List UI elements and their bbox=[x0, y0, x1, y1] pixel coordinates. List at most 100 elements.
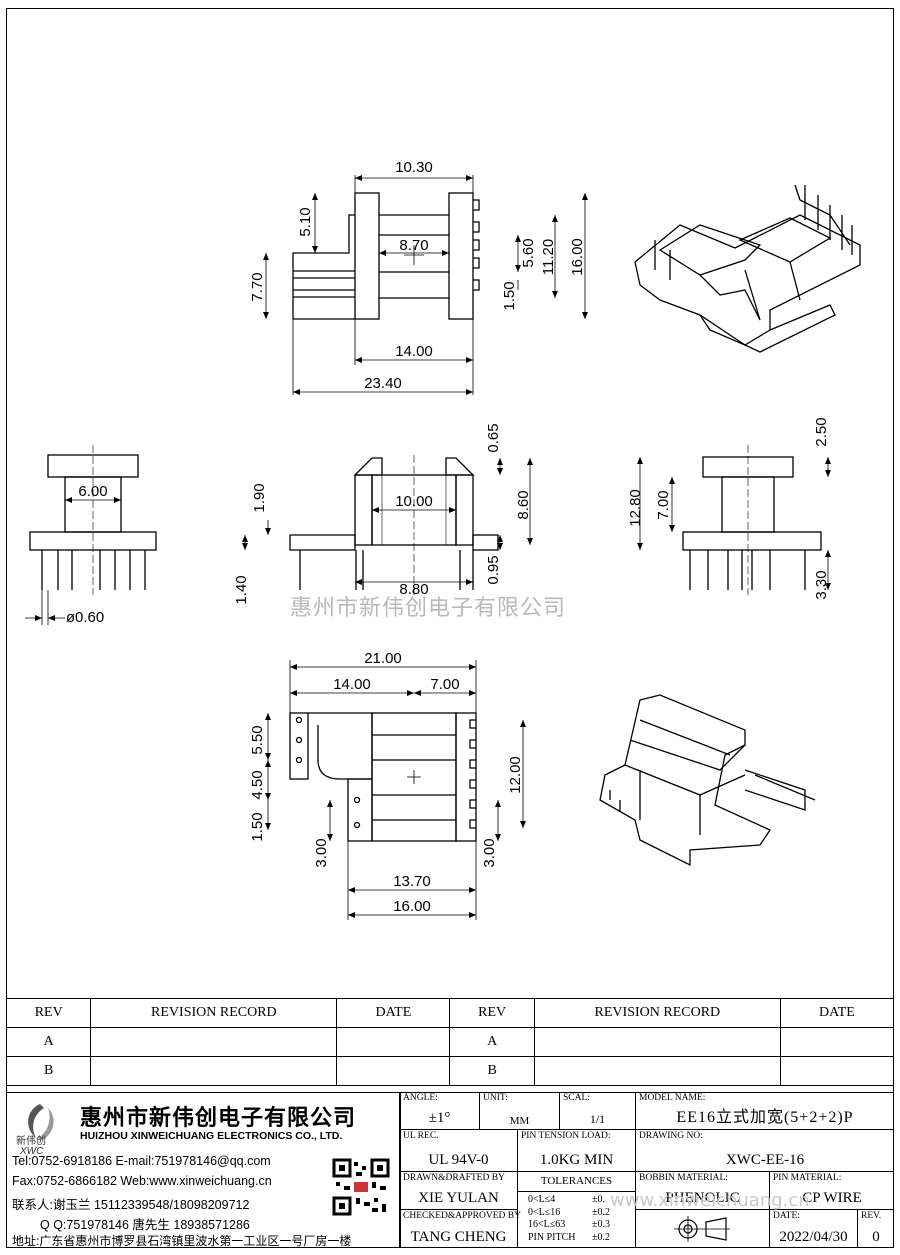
bobbin-material-cell: BOBBIN MATERIAL: PHENOLIC bbox=[636, 1172, 770, 1210]
date-header: DATE bbox=[779, 998, 895, 1028]
dim-label: 1.50 bbox=[501, 281, 518, 310]
front-left-dims bbox=[25, 497, 121, 625]
top-view bbox=[292, 192, 480, 320]
dim-label: 7.00 bbox=[655, 490, 672, 519]
tol-row: 16<L≤63±0.3 bbox=[528, 1219, 610, 1230]
front-view-right bbox=[682, 445, 822, 595]
tolerances-cell: TOLERANCES 0<L≤4±0. 0<L≤16±0.2 16<L≤63±0… bbox=[518, 1172, 636, 1248]
dim-label: 12.00 bbox=[507, 756, 524, 794]
front-view-left bbox=[29, 445, 157, 595]
rev-header: REV bbox=[5, 998, 92, 1028]
drawing-frame bbox=[6, 8, 894, 1248]
checked-value: TANG CHENG bbox=[410, 1229, 507, 1245]
model-label: MODEL NAME: bbox=[639, 1093, 706, 1103]
dim-label: 4.50 bbox=[249, 770, 266, 799]
tol-row: 0<L≤16±0.2 bbox=[528, 1206, 610, 1218]
unit-value: MM bbox=[509, 1115, 530, 1127]
pin-material-value: CP WIRE bbox=[802, 1190, 862, 1206]
angle-value: ±1° bbox=[428, 1110, 451, 1126]
dim-label: 8.60 bbox=[515, 490, 532, 519]
dim-label: 6.00 bbox=[78, 483, 107, 500]
checked-cell: CHECKED&APPROVED BY TANG CHENG bbox=[400, 1210, 521, 1248]
projection-symbol-icon bbox=[674, 1216, 730, 1242]
dim-label: 13.70 bbox=[393, 873, 431, 890]
dim-label: 0.65 bbox=[485, 423, 502, 452]
ul-value: UL 94V-0 bbox=[428, 1152, 489, 1168]
dim-label: 1.90 bbox=[251, 483, 268, 512]
rev-cell: B bbox=[5, 1056, 92, 1086]
drawn-cell: DRAWN&DRAFTED BY XIE YULAN bbox=[400, 1172, 518, 1210]
drawing-no-cell: DRAWING NO: XWC-EE-16 bbox=[636, 1130, 894, 1172]
company-logo-icon bbox=[28, 1104, 54, 1140]
pin-tension-value: 1.0KG MIN bbox=[539, 1152, 614, 1168]
dim-label: 0.95 bbox=[485, 555, 502, 584]
date-cell: DATE: 2022/04/30 bbox=[770, 1210, 858, 1248]
ul-cell: UL REC. UL 94V-0 bbox=[400, 1130, 518, 1172]
front-view-middle bbox=[289, 455, 499, 595]
rev-cell: B bbox=[449, 1056, 535, 1086]
record-cell bbox=[533, 1027, 781, 1057]
technical-drawing: 10.30 5.10 8.70 5.60 11.20 16.00 7.70 1.… bbox=[25, 159, 861, 920]
dim-label: 5.60 bbox=[520, 238, 537, 267]
watermark-url: www.xinweichuang.cn bbox=[610, 1190, 810, 1211]
tolerances-label: TOLERANCES bbox=[540, 1175, 613, 1187]
dim-label: 1.40 bbox=[233, 575, 250, 604]
watermark: 惠州市新伟创电子有限公司 bbox=[290, 596, 567, 621]
dim-label: 5.10 bbox=[297, 207, 314, 236]
model-value: EE16立式加宽(5+2+2)P bbox=[676, 1109, 854, 1126]
dim-label: 21.00 bbox=[364, 650, 402, 667]
isometric-view-top bbox=[634, 184, 861, 353]
dim-label: 11.20 bbox=[540, 239, 557, 275]
dim-label: 5.50 bbox=[249, 725, 266, 754]
drawing-no-value: XWC-EE-16 bbox=[725, 1152, 805, 1168]
revision-record-header: REVISION RECORD bbox=[90, 998, 338, 1028]
dim-label: 1.50 bbox=[249, 812, 266, 841]
unit-label: UNIT: bbox=[483, 1093, 508, 1103]
revision-table: REV REVISION RECORD DATE REV REVISION RE… bbox=[5, 998, 895, 1086]
rev-label: REV. bbox=[861, 1211, 882, 1221]
pin-material-label: PIN MATERIAL: bbox=[773, 1173, 842, 1183]
date-cell bbox=[779, 1056, 895, 1086]
record-cell bbox=[533, 1056, 781, 1086]
dim-label: 3.00 bbox=[481, 838, 498, 867]
date-header: DATE bbox=[336, 998, 451, 1028]
dim-label: 8.80 bbox=[399, 581, 428, 598]
scale-cell: SCAL: 1/1 bbox=[560, 1092, 636, 1130]
rev-header: REV bbox=[449, 998, 535, 1028]
dim-label: 14.00 bbox=[333, 676, 371, 693]
bottom-view bbox=[289, 712, 477, 842]
pin-tension-cell: PIN TENSION LOAD: 1.0KG MIN bbox=[518, 1130, 636, 1172]
scale-value: 1/1 bbox=[589, 1112, 606, 1126]
qr-code-icon bbox=[332, 1158, 390, 1216]
logo-text: 新伟创 bbox=[16, 1136, 46, 1147]
angle-cell: ANGLE: ±1° bbox=[400, 1092, 480, 1130]
bobbin-label: BOBBIN MATERIAL: bbox=[639, 1173, 728, 1183]
dim-label: 10.00 bbox=[395, 493, 433, 510]
date-value: 2022/04/30 bbox=[779, 1229, 848, 1245]
company-fax: Fax:0752-6866182 Web:www.xinweichuang.cn bbox=[12, 1174, 272, 1188]
dim-label: 7.00 bbox=[430, 676, 459, 693]
company-tel: Tel:0752-6918186 E-mail:751978146@qq.com bbox=[12, 1154, 271, 1168]
rev-cell: REV. 0 bbox=[858, 1210, 894, 1248]
record-cell bbox=[90, 1027, 338, 1057]
scale-label: SCAL: bbox=[563, 1093, 590, 1103]
revision-record-header: REVISION RECORD bbox=[533, 998, 781, 1028]
date-cell bbox=[336, 1056, 451, 1086]
dim-label: 16.00 bbox=[569, 238, 586, 276]
pin-tension-label: PIN TENSION LOAD: bbox=[521, 1131, 611, 1141]
tol-row: 0<L≤4±0. bbox=[528, 1194, 605, 1205]
date-label: DATE: bbox=[773, 1211, 800, 1221]
front-right-dims bbox=[637, 457, 831, 590]
dim-label: 8.70 bbox=[399, 237, 428, 254]
title-block: ANGLE: ±1° UNIT: MM SCAL: 1/1 MODEL NAME… bbox=[6, 1092, 894, 1248]
ul-label: UL REC. bbox=[403, 1131, 439, 1141]
rev-cell: A bbox=[5, 1027, 92, 1057]
dim-label: 23.40 bbox=[364, 375, 402, 392]
dimension-labels: 10.30 5.10 8.70 5.60 11.20 16.00 7.70 1.… bbox=[66, 159, 830, 915]
rev-value: 0 bbox=[872, 1229, 880, 1245]
bobbin-value: PHENOLIC bbox=[665, 1190, 740, 1206]
company-contact: 联系人:谢玉兰 15112339548/18098209712 bbox=[12, 1198, 250, 1212]
date-cell bbox=[336, 1027, 451, 1057]
dim-label: 14.00 bbox=[395, 343, 433, 360]
dim-label: 3.00 bbox=[313, 838, 330, 867]
